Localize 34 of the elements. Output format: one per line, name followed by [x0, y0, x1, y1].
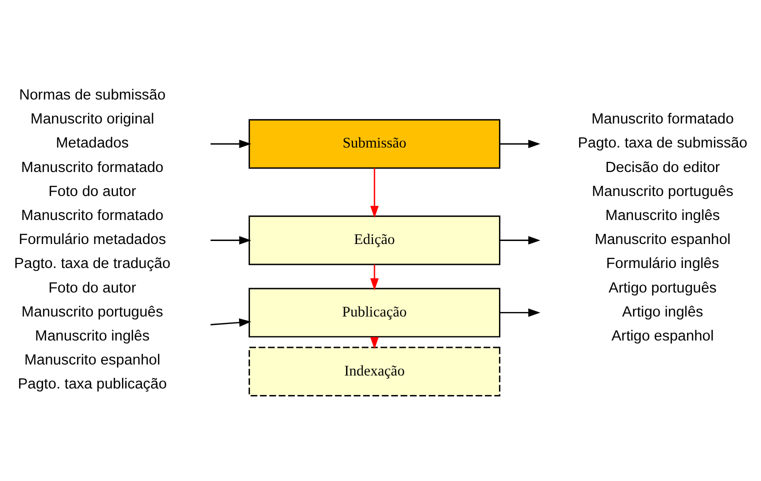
label: Manuscrito formatado [21, 159, 164, 176]
label: Pagto. taxa de tradução [14, 256, 170, 272]
label: Pagto. taxa publicação [18, 376, 167, 392]
arrow [500, 139, 540, 148]
label: Foto do autor [48, 183, 136, 200]
arrow [370, 264, 379, 290]
label: Metadados [56, 135, 129, 152]
label: Manuscrito português [592, 183, 734, 200]
label: Normas de submissão [19, 86, 166, 103]
arrow [500, 308, 540, 316]
arrow [210, 139, 252, 148]
label: Manuscrito português [22, 304, 164, 320]
label: Manuscrito inglês [35, 328, 150, 344]
label: Pagto. taxa de submissão [578, 135, 748, 152]
label: Artigo espanhol [611, 328, 714, 344]
arrow [210, 318, 252, 326]
node-box: Submissão [248, 118, 500, 168]
label: Formulário inglês [606, 256, 720, 272]
label: Artigo inglês [622, 304, 704, 320]
label: Manuscrito formatado [21, 207, 164, 224]
node-box: Indexação [248, 346, 500, 396]
node-box: Edição [248, 215, 500, 265]
label: Foto do autor [48, 280, 136, 296]
label: Formulário metadados [18, 232, 166, 248]
label: Manuscrito espanhol [594, 232, 731, 248]
label: Manuscrito formatado [591, 111, 734, 128]
label: Artigo português [608, 280, 717, 296]
arrow [210, 236, 252, 244]
label: Decisão do editor [605, 159, 720, 176]
arrow [370, 168, 379, 218]
arrow [500, 236, 540, 244]
label: Manuscrito espanhol [24, 352, 160, 368]
label: Manuscrito inglês [605, 207, 720, 224]
label: Manuscrito original [30, 111, 154, 128]
